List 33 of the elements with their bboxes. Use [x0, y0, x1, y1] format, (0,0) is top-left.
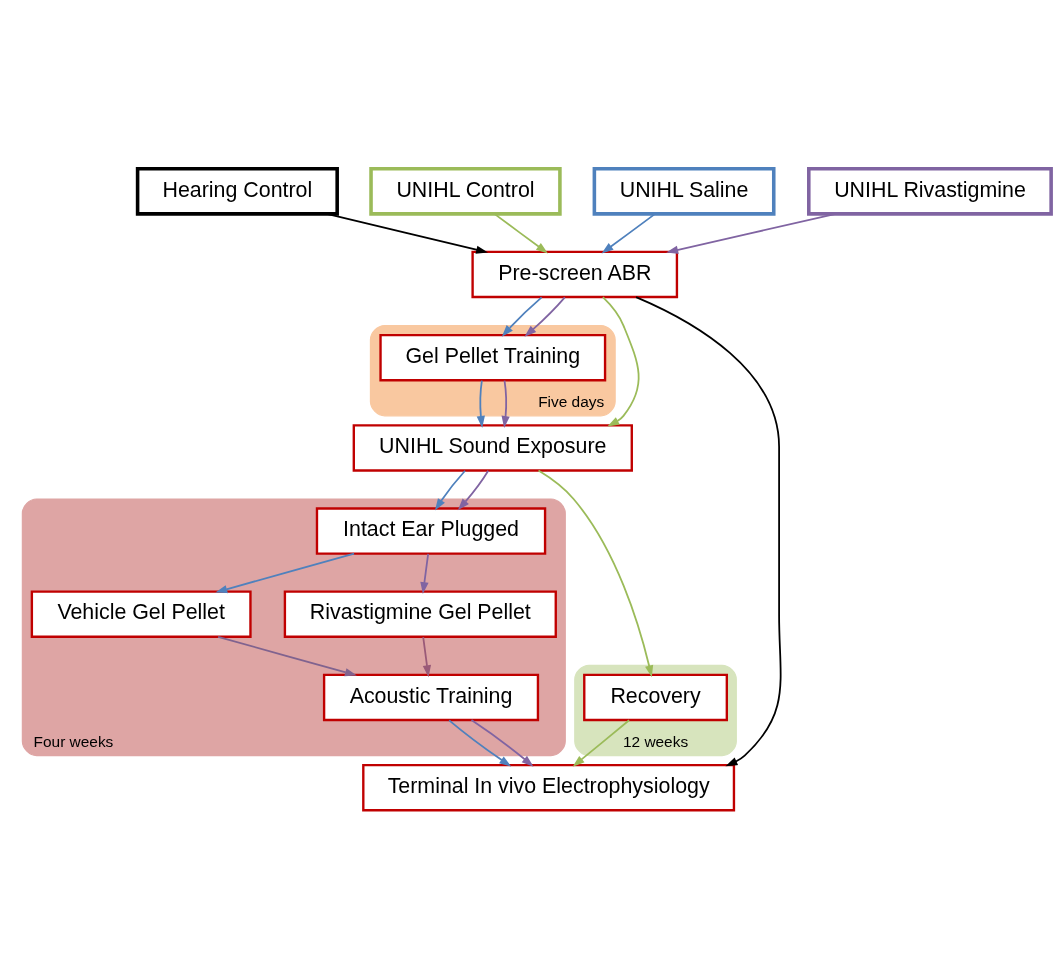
node-box: Pre-screen ABR: [471, 250, 679, 298]
arrow: [326, 212, 489, 254]
node-box: Hearing Control: [135, 166, 339, 216]
node-box: Rivastigmine Gel Pellet: [283, 589, 557, 638]
node-box: Recovery: [583, 673, 728, 721]
arrow: [457, 469, 490, 510]
arrow: [420, 552, 430, 594]
arrow: [537, 469, 654, 677]
arrow: [602, 295, 640, 426]
node-box: UNIHL Control: [369, 166, 562, 216]
arrow: [434, 469, 466, 510]
node-box: UNIHL Rivastigmine: [807, 166, 1053, 216]
arrow: [422, 635, 432, 677]
node-box: UNIHL Sound Exposure: [352, 423, 633, 472]
arrow: [601, 212, 656, 253]
arrow: [493, 212, 548, 253]
arrow: [572, 718, 630, 767]
arrow: [501, 379, 510, 428]
arrow: [217, 635, 357, 676]
arrow: [635, 295, 782, 766]
node-box: Vehicle Gel Pellet: [30, 589, 252, 638]
node-box: Terminal In vivo Electrophysiology: [362, 763, 736, 811]
node-box: Intact Ear Plugged: [315, 506, 547, 555]
node-box: UNIHL Saline: [592, 166, 776, 216]
arrow: [448, 718, 512, 767]
arrow: [524, 295, 566, 337]
arrow: [666, 212, 837, 254]
node-box: Acoustic Training: [322, 673, 540, 721]
arrow: [470, 718, 534, 767]
arrow: [476, 379, 485, 428]
node-box: Gel Pellet Training: [379, 333, 607, 381]
arrow: [501, 295, 543, 337]
arrow: [215, 552, 355, 593]
